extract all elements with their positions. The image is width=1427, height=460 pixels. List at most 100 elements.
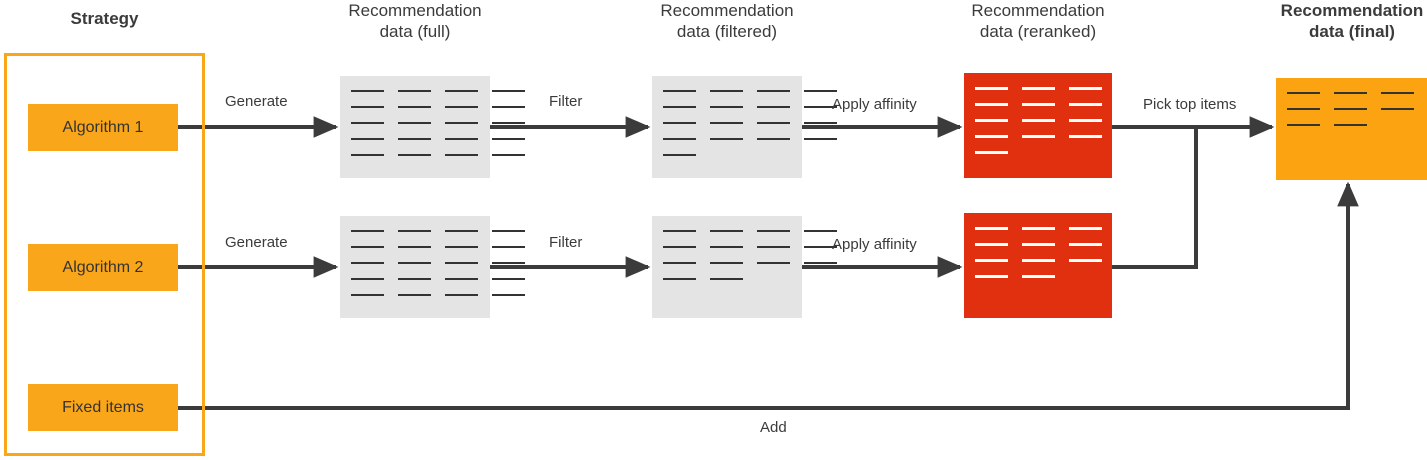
tick-mark bbox=[492, 122, 525, 124]
tick-mark bbox=[975, 275, 1008, 278]
tick-row bbox=[351, 122, 525, 125]
tick-mark bbox=[1022, 243, 1055, 246]
tick-mark bbox=[351, 90, 384, 92]
tick-row bbox=[351, 154, 525, 157]
tick-mark bbox=[975, 119, 1008, 122]
edge-label-generate-1: Generate bbox=[225, 93, 288, 110]
tick-row bbox=[1287, 124, 1427, 127]
edge-label-filter-1: Filter bbox=[549, 93, 583, 110]
tick-mark bbox=[710, 122, 743, 124]
tick-mark bbox=[351, 138, 384, 140]
tick-mark bbox=[1022, 227, 1055, 230]
column-title-full-line1: Recommendation bbox=[348, 1, 482, 20]
tick-row bbox=[663, 106, 837, 109]
tick-mark bbox=[445, 262, 478, 264]
tick-row bbox=[351, 262, 525, 265]
tick-mark bbox=[492, 138, 525, 140]
strategy-group-frame bbox=[4, 53, 205, 456]
tick-mark bbox=[351, 230, 384, 232]
tick-mark bbox=[757, 246, 790, 248]
edge-label-pick-top-items: Pick top items bbox=[1143, 96, 1237, 113]
tick-mark bbox=[492, 106, 525, 108]
tick-row bbox=[975, 227, 1149, 230]
tick-mark bbox=[398, 262, 431, 264]
tick-mark bbox=[1116, 259, 1149, 262]
tick-mark bbox=[710, 278, 743, 280]
tick-mark bbox=[1069, 259, 1102, 262]
node-algorithm-1[interactable]: Algorithm 1 bbox=[28, 104, 178, 151]
tick-mark bbox=[1022, 259, 1055, 262]
tick-mark bbox=[710, 106, 743, 108]
tick-mark bbox=[663, 106, 696, 108]
tick-mark bbox=[445, 230, 478, 232]
tick-row bbox=[663, 278, 802, 281]
edge-label-generate-2: Generate bbox=[225, 234, 288, 251]
column-title-final-line1: Recommendation bbox=[1280, 1, 1424, 20]
tick-mark bbox=[804, 90, 837, 92]
tick-mark bbox=[710, 90, 743, 92]
tick-mark bbox=[1116, 119, 1149, 122]
tick-mark bbox=[1334, 124, 1367, 126]
tick-mark bbox=[804, 138, 837, 140]
tick-mark bbox=[804, 246, 837, 248]
tick-mark bbox=[663, 230, 696, 232]
tick-mark bbox=[398, 154, 431, 156]
data-box-final bbox=[1276, 78, 1427, 180]
tick-mark bbox=[1116, 243, 1149, 246]
tick-mark bbox=[492, 262, 525, 264]
tick-mark bbox=[975, 135, 1008, 138]
tick-mark bbox=[1116, 135, 1149, 138]
tick-mark bbox=[975, 243, 1008, 246]
tick-row bbox=[975, 135, 1149, 138]
tick-row bbox=[351, 90, 525, 93]
tick-mark bbox=[663, 154, 696, 156]
tick-mark bbox=[351, 278, 384, 280]
tick-mark bbox=[398, 230, 431, 232]
edge-label-filter-2: Filter bbox=[549, 234, 583, 251]
node-algorithm-2[interactable]: Algorithm 2 bbox=[28, 244, 178, 291]
tick-mark bbox=[445, 278, 478, 280]
data-box-filtered-row1 bbox=[652, 76, 837, 178]
tick-row bbox=[663, 90, 837, 93]
column-title-final-line2: data (final) bbox=[1309, 22, 1395, 41]
tick-mark bbox=[804, 230, 837, 232]
tick-mark bbox=[804, 106, 837, 108]
tick-mark bbox=[757, 230, 790, 232]
tick-mark bbox=[1069, 103, 1102, 106]
tick-mark bbox=[351, 294, 384, 296]
tick-mark bbox=[492, 246, 525, 248]
column-title-strategy: Strategy bbox=[70, 9, 139, 28]
tick-mark bbox=[1069, 135, 1102, 138]
node-fixed-items-label: Fixed items bbox=[62, 398, 144, 416]
column-title-reranked-line2: data (reranked) bbox=[979, 22, 1097, 41]
tick-row bbox=[351, 278, 525, 281]
tick-mark bbox=[663, 262, 696, 264]
tick-mark bbox=[398, 138, 431, 140]
tick-mark bbox=[975, 151, 1008, 154]
edge-label-apply-affinity-1: Apply affinity bbox=[832, 96, 917, 113]
tick-mark bbox=[1287, 92, 1320, 94]
tick-mark bbox=[975, 103, 1008, 106]
node-fixed-items[interactable]: Fixed items bbox=[28, 384, 178, 431]
tick-mark bbox=[757, 122, 790, 124]
column-title-filtered-line1: Recommendation bbox=[660, 1, 794, 20]
tick-mark bbox=[1381, 108, 1414, 110]
tick-mark bbox=[398, 122, 431, 124]
tick-mark bbox=[445, 90, 478, 92]
tick-row bbox=[351, 138, 525, 141]
tick-row bbox=[351, 246, 525, 249]
data-box-reranked-row2 bbox=[964, 213, 1149, 318]
tick-row bbox=[975, 103, 1149, 106]
tick-mark bbox=[1381, 92, 1414, 94]
tick-row bbox=[663, 154, 802, 157]
tick-mark bbox=[1022, 103, 1055, 106]
tick-mark bbox=[1116, 87, 1149, 90]
column-title-recommendation-data-filtered: Recommendation data (filtered) bbox=[637, 0, 817, 42]
tick-mark bbox=[663, 138, 696, 140]
tick-row bbox=[351, 106, 525, 109]
tick-mark bbox=[398, 278, 431, 280]
tick-mark bbox=[1069, 87, 1102, 90]
tick-mark bbox=[351, 106, 384, 108]
tick-mark bbox=[445, 122, 478, 124]
